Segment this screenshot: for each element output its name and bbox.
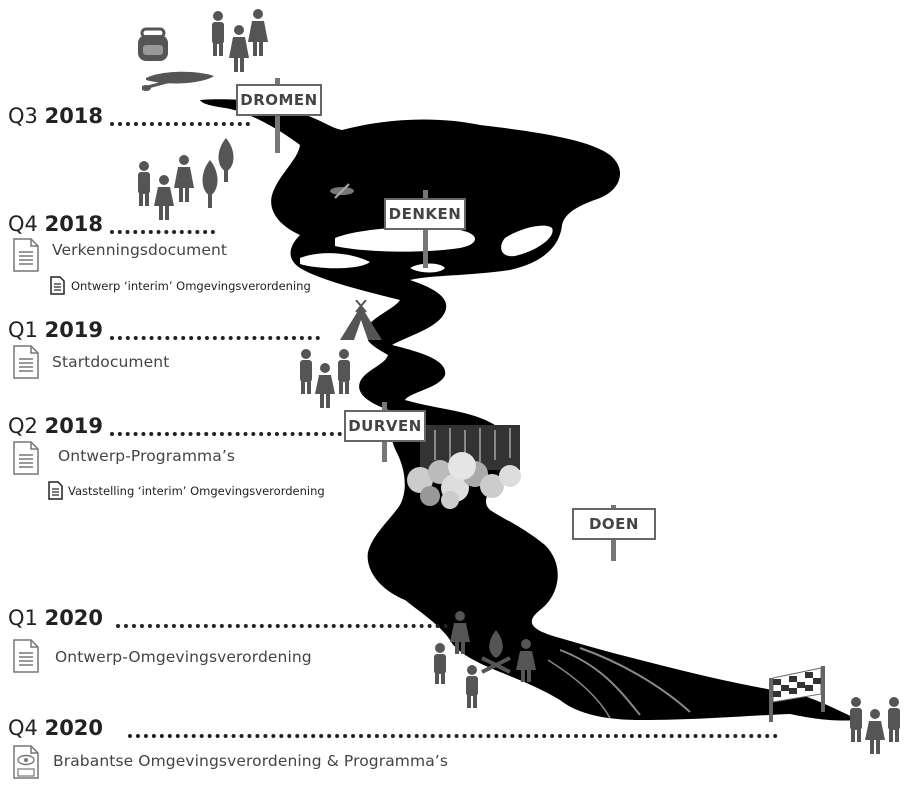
people-icon [850, 697, 900, 754]
people-icon [138, 155, 194, 220]
timeline-label-q4-2018: Q4 2018 [8, 212, 103, 236]
document-icon [13, 441, 39, 475]
document-label: Brabantse Omgevingsverordening & Program… [53, 752, 449, 770]
sign-dromen: DROMEN [236, 84, 322, 116]
year-text: 2019 [44, 414, 104, 438]
timeline-label-q4-2020: Q4 2020 [8, 716, 103, 740]
tree-icon [202, 138, 234, 208]
people-icon [300, 349, 350, 408]
sign-doen: DOEN [572, 508, 656, 540]
document-icon [50, 276, 65, 295]
timeline-dotted-line [110, 432, 342, 436]
people-icon [212, 9, 268, 72]
document-icon [13, 345, 39, 379]
timeline-dotted-line [110, 122, 250, 126]
eye-document-icon [13, 745, 39, 779]
timeline-label-q2-2019: Q2 2019 [8, 414, 103, 438]
timeline-dotted-line [110, 230, 215, 234]
quarter-text: Q4 [8, 212, 38, 236]
canoe-icon [142, 71, 214, 91]
year-text: 2019 [44, 318, 104, 342]
document-label: Verkenningsdocument [52, 241, 228, 259]
timeline-dotted-line [116, 624, 448, 628]
document-label: Startdocument [52, 353, 170, 371]
timeline-dotted-line [110, 336, 320, 340]
year-text: 2020 [44, 606, 104, 630]
document-label: Ontwerp ‘interim’ Omgevingsverordening [71, 279, 311, 293]
document-icon [13, 639, 39, 673]
year-text: 2018 [44, 212, 104, 236]
tent-icon [340, 300, 382, 340]
river [200, 99, 860, 721]
sign-denken: DENKEN [384, 198, 466, 230]
campfire-icon [434, 611, 536, 708]
quarter-text: Q1 [8, 318, 38, 342]
document-icon [13, 238, 39, 272]
year-text: 2020 [44, 716, 104, 740]
timeline-label-q1-2019: Q1 2019 [8, 318, 103, 342]
timeline-dotted-line [128, 734, 778, 738]
sign-durven: DURVEN [344, 410, 426, 442]
document-label: Ontwerp-Programma’s [58, 447, 236, 465]
document-label: Vaststelling ‘interim’ Omgevingsverorden… [68, 484, 325, 498]
waterfall-icon [407, 425, 521, 509]
document-icon [48, 481, 63, 500]
finish-flag-icon [769, 666, 825, 722]
timeline-label-q1-2020: Q1 2020 [8, 606, 103, 630]
document-label: Ontwerp-Omgevingsverordening [55, 648, 312, 666]
canoe-icon [330, 183, 354, 199]
backpack-icon [138, 27, 168, 61]
year-text: 2018 [44, 104, 104, 128]
quarter-text: Q3 [8, 104, 38, 128]
quarter-text: Q1 [8, 606, 38, 630]
quarter-text: Q4 [8, 716, 38, 740]
quarter-text: Q2 [8, 414, 38, 438]
timeline-label-q3-2018: Q3 2018 [8, 104, 103, 128]
